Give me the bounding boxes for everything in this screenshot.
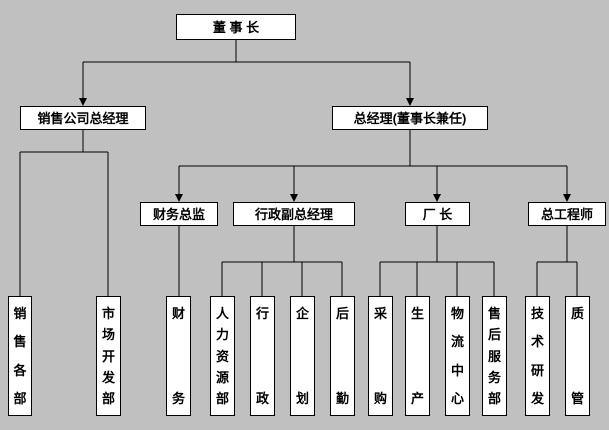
org-node-gm: 总经理(董事长兼任): [332, 106, 488, 130]
org-node-procurement: 采购: [368, 296, 393, 416]
org-node-chief-engineer: 总工程师: [528, 202, 606, 226]
org-node-factory-director: 厂 长: [405, 202, 470, 226]
org-node-sales-gm: 销售公司总经理: [20, 106, 146, 130]
org-node-chairman: 董 事 长: [176, 14, 296, 40]
org-node-after-sales: 售后服务部: [482, 296, 507, 416]
org-node-admin-deputy-gm: 行政副总经理: [233, 202, 355, 226]
org-node-finance: 财务: [166, 296, 191, 416]
org-node-production: 生产: [405, 296, 430, 416]
org-node-finance-director: 财务总监: [140, 202, 218, 226]
org-node-logistics-support: 后勤: [330, 296, 355, 416]
org-node-admin: 行政: [250, 296, 275, 416]
org-node-hr: 人力资源部: [210, 296, 235, 416]
org-node-market-dev: 市场开发部: [96, 296, 121, 416]
org-node-tech-rd: 技术研发: [525, 296, 550, 416]
org-node-logistics-center: 物流中心: [445, 296, 470, 416]
org-node-quality: 质管: [565, 296, 590, 416]
org-node-planning: 企划: [290, 296, 315, 416]
org-node-sales-depts: 销售各部: [8, 296, 32, 416]
